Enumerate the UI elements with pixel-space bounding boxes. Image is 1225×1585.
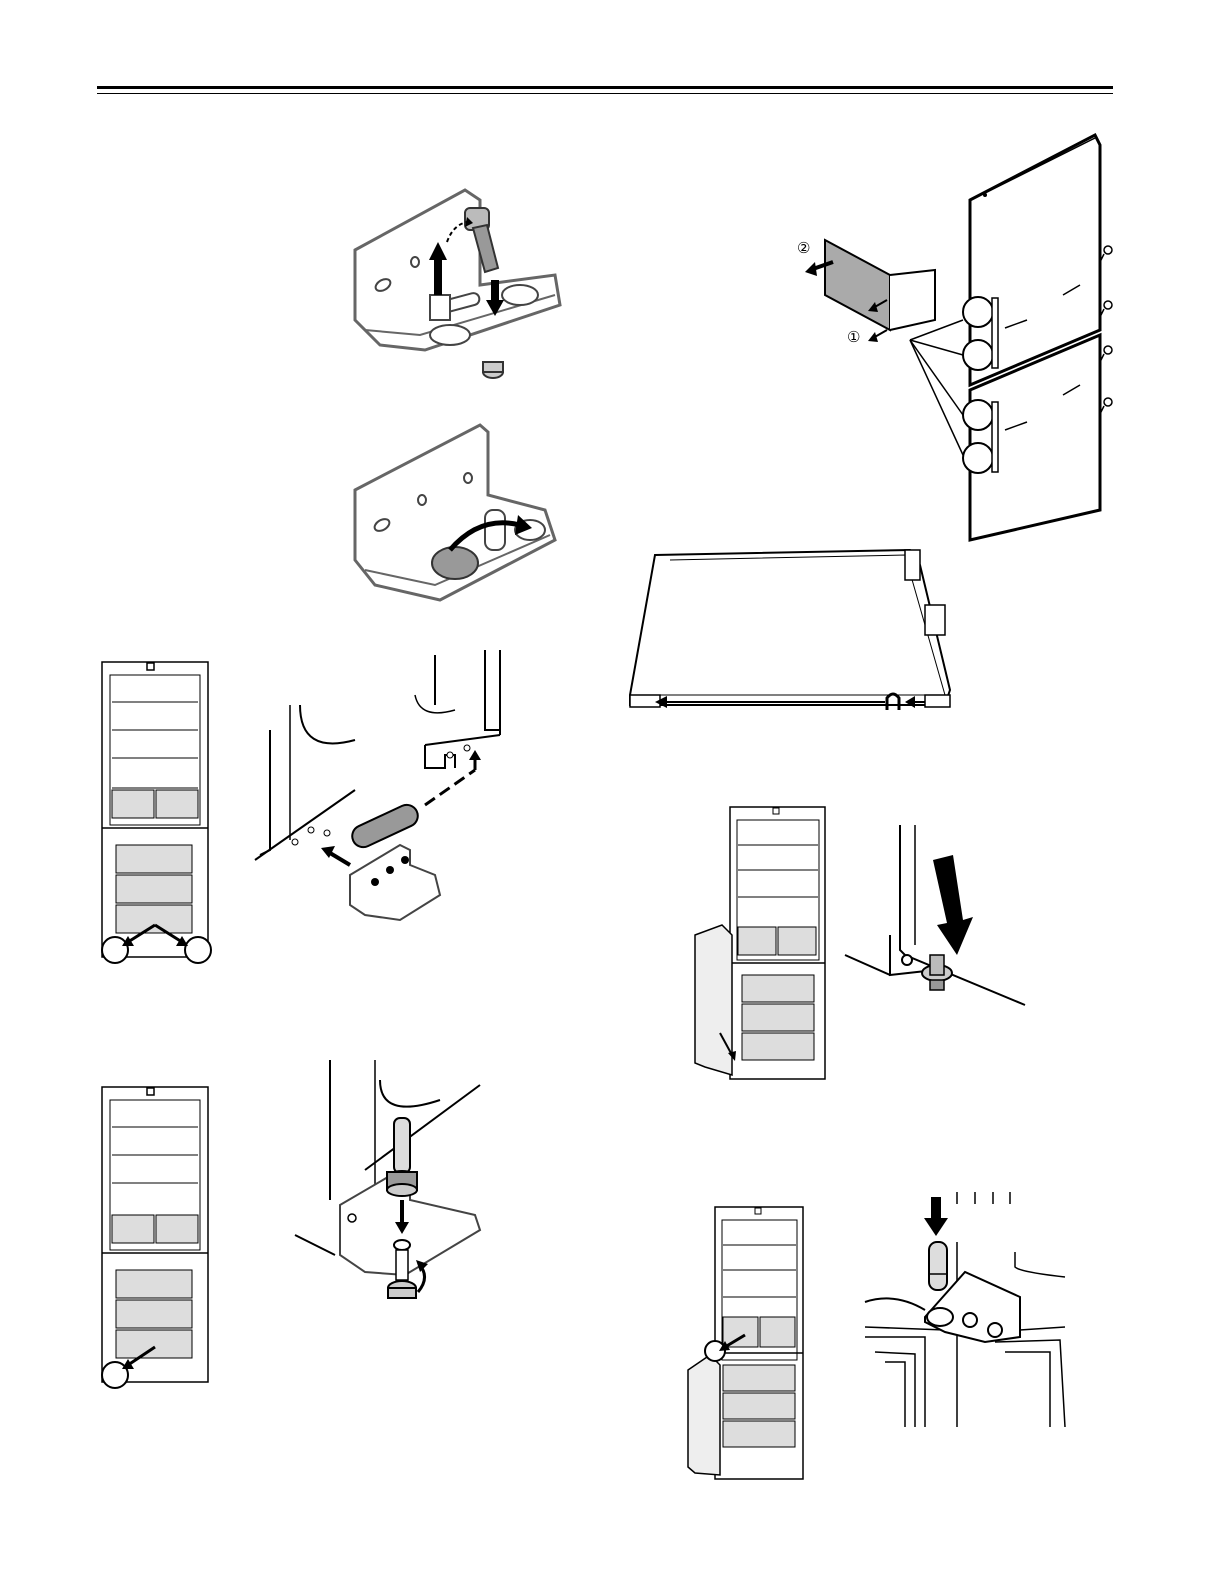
figure-hinge-cap-rotate <box>350 420 565 615</box>
corner-marker <box>102 937 128 963</box>
figure-hinge-pin-remove <box>345 180 575 390</box>
hinge-pin-icon <box>929 1242 947 1290</box>
door-corner-illustration <box>845 825 1030 1020</box>
figure-hinge-pin-insert <box>290 1060 490 1345</box>
mid-hinge-pin-illustration <box>865 1192 1080 1432</box>
handle-part-icon <box>825 240 935 330</box>
hinge-bracket-illustration <box>345 180 575 385</box>
door-side-illustration <box>625 545 955 715</box>
figure-door-side-view <box>625 545 955 720</box>
figure-door-handles-remove: ② ① <box>795 130 1125 545</box>
fridge-open-door-illustration <box>690 805 840 1085</box>
fridge-mid-hinge-illustration <box>685 1205 810 1485</box>
callout-two: ② <box>797 240 810 257</box>
cap-icon <box>432 547 478 579</box>
open-door-icon <box>688 1355 720 1475</box>
fridge-illustration-2 <box>100 1085 215 1390</box>
nut-icon <box>483 362 503 378</box>
callout-one: ① <box>847 329 860 346</box>
doors-handles-illustration: ② ① <box>795 130 1125 540</box>
corner-marker <box>185 937 211 963</box>
figure-fridge-door-lower <box>690 805 840 1090</box>
hinge-marker <box>705 1341 725 1361</box>
bottom-hinge-illustration <box>255 650 505 930</box>
figure-mid-hinge-pin <box>865 1192 1080 1437</box>
screw-icon <box>1100 246 1112 414</box>
figure-door-corner-closeup <box>845 825 1030 1025</box>
arrow-icon <box>321 846 350 865</box>
open-door-icon <box>695 925 732 1075</box>
hinge-cap-illustration <box>350 420 565 610</box>
figure-fridge-door-mid-hinge <box>685 1205 810 1490</box>
pin-insert-illustration <box>290 1060 490 1340</box>
figure-fridge-one-corner <box>100 1085 215 1395</box>
arrow-down-icon <box>924 1197 948 1236</box>
hinge-pin-icon <box>387 1118 417 1196</box>
spacer-icon <box>349 801 422 851</box>
figure-fridge-open-two-corners <box>100 660 215 970</box>
header-rule-thin <box>97 93 1113 94</box>
hinge-bracket-icon <box>350 845 440 920</box>
hinge-pin-icon <box>922 955 952 990</box>
header-rule-thick <box>97 86 1113 89</box>
arrow-down-icon <box>933 855 973 955</box>
figure-bottom-hinge-attach <box>255 650 505 935</box>
fridge-illustration <box>100 660 215 965</box>
